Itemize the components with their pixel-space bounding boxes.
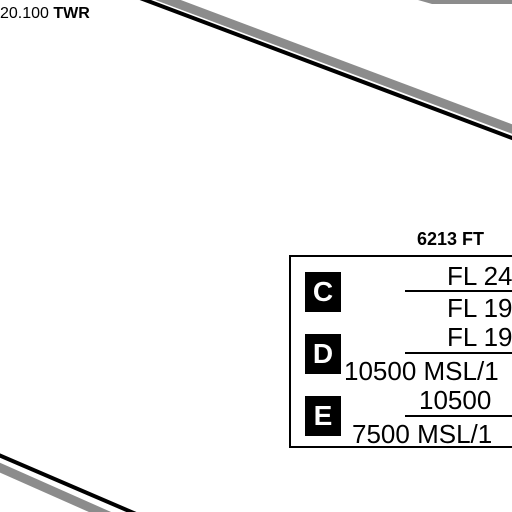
class-d-top-altitude: FL 19 <box>447 322 512 352</box>
upper-boundary-shadow <box>155 0 512 134</box>
class-c-top-altitude: FL 24 <box>447 261 512 291</box>
elevation-label: 6213 FT <box>417 229 485 249</box>
class-d-badge: D <box>305 334 341 374</box>
tower-frequency: 20.100 TWR <box>0 5 90 23</box>
class-c-badge: C <box>305 272 341 312</box>
upper-boundary-line <box>139 0 512 141</box>
class-e-divider <box>405 415 512 417</box>
class-c-bottom-altitude: FL 19 <box>447 293 512 323</box>
class-e-badge: E <box>305 396 341 436</box>
frequency-value: 20.100 <box>0 5 49 22</box>
class-d-bottom-altitude: 10500 MSL/1 <box>344 356 499 386</box>
lower-boundary-shadow <box>0 462 112 512</box>
class-e-top-altitude: 10500 <box>419 385 492 415</box>
lower-boundary-line <box>0 453 137 512</box>
class-e-bottom-altitude: 7500 MSL/1 <box>352 419 493 449</box>
class-c-divider <box>405 290 512 292</box>
corner-shadow <box>418 0 512 4</box>
class-d-divider <box>405 352 512 354</box>
frequency-facility: TWR <box>53 5 90 22</box>
